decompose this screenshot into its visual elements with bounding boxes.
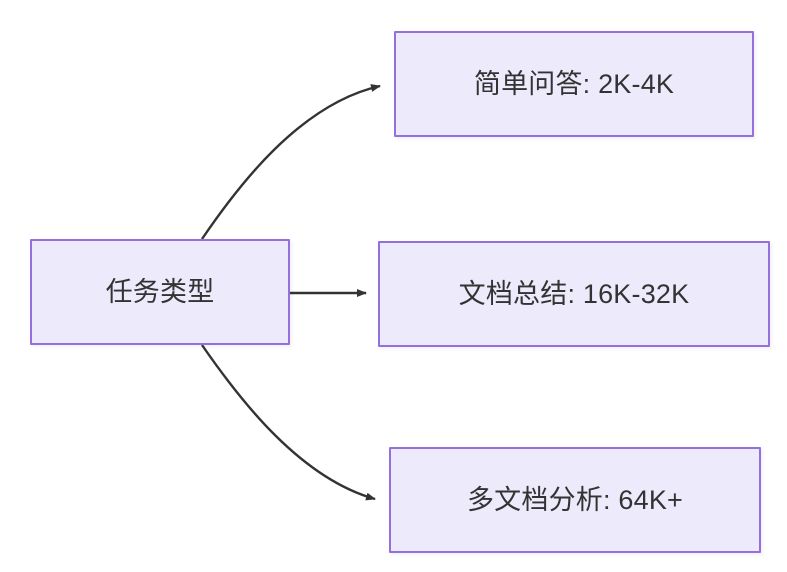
node-task-type-label: 任务类型 — [105, 276, 215, 307]
node-multi-document-analysis[interactable]: 多文档分析: 64K+ — [389, 447, 761, 553]
node-simple-qa[interactable]: 简单问答: 2K-4K — [394, 31, 754, 137]
node-task-type[interactable]: 任务类型 — [30, 239, 290, 345]
node-simple-qa-label: 简单问答: 2K-4K — [473, 68, 675, 99]
node-document-summary-label: 文档总结: 16K-32K — [458, 278, 690, 309]
node-multi-document-analysis-label: 多文档分析: 64K+ — [466, 484, 683, 515]
edge-root-to-multidoc — [201, 344, 376, 501]
edge-root-to-qa — [201, 84, 381, 240]
node-document-summary[interactable]: 文档总结: 16K-32K — [378, 241, 770, 347]
